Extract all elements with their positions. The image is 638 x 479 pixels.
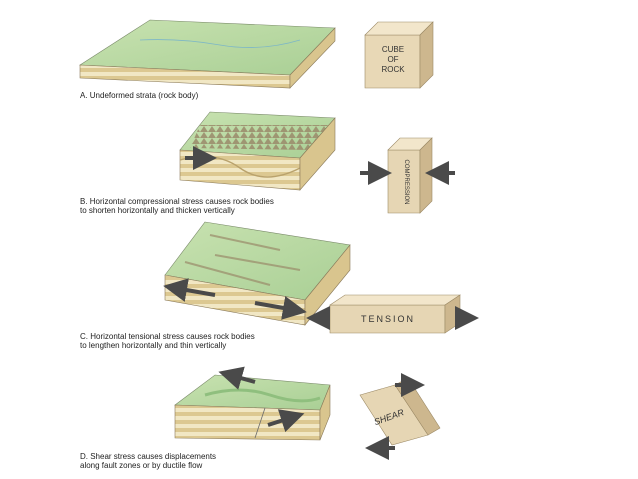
caption-a: A. Undeformed strata (rock body) [80,91,199,100]
cube-label-line1: CUBE [382,45,404,54]
caption-b: B. Horizontal compressional stress cause… [80,197,274,215]
tension-label: TENSION [361,314,415,324]
cube-label-line3: ROCK [381,65,405,74]
cube-of-rock: CUBE OF ROCK [364,21,434,89]
block-d-shear [174,366,331,441]
tension-block: TENSION [306,294,479,334]
block-b-compressed [179,111,336,191]
cube-label-line2: OF [387,55,398,64]
compression-label: COMPRESSION [403,159,409,204]
block-c-tension [163,221,351,326]
compression-block: COMPRESSION [360,137,455,214]
caption-d: D. Shear stress causes displacements alo… [80,452,217,470]
caption-c: C. Horizontal tensional stress causes ro… [80,332,255,350]
shear-block: SHEAR [359,373,441,460]
block-a-undeformed [79,19,336,89]
